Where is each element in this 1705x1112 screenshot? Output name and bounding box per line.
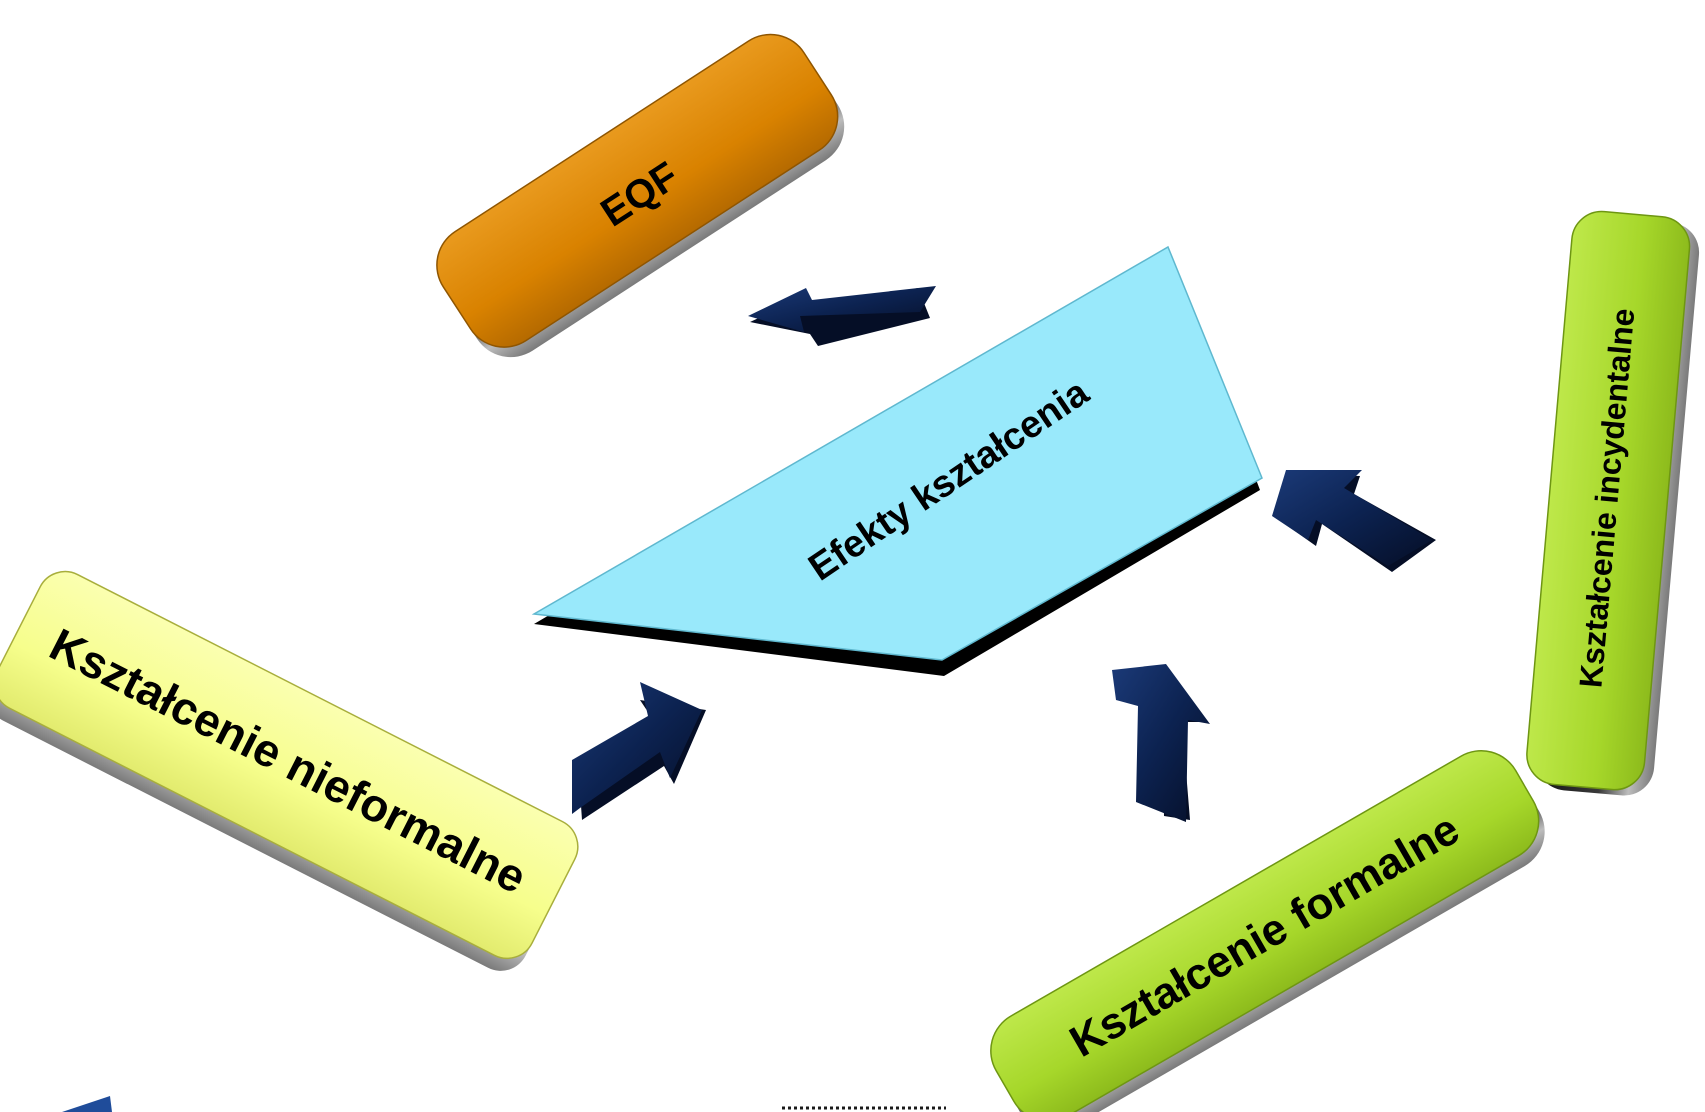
formalne-label: Kształcenie formalne [1062,804,1468,1067]
nieformalne-box-face [0,570,579,960]
efekty-panel-face [531,245,1263,661]
eqf-box: EQF [436,33,845,358]
arrow-formalne-to-efekty [1112,664,1210,822]
incydentalne-box: Kształcenie incydentalne [1526,210,1700,796]
arrow-efekty-to-eqf [748,286,936,346]
arrow-nieformalne-to-efekty [572,682,706,820]
formalne-box: Kształcenie formalne [990,750,1545,1112]
eqf-box-face [436,33,839,348]
incydentalne-box-face [1526,210,1691,791]
arrow-incydentalne-to-efekty [1272,470,1436,572]
nieformalne-box: Kształcenie nieformalne [0,570,579,971]
arrow-incydentalne-to-efekty-body [1272,470,1432,566]
cropped-arrow-fragment [62,1096,112,1112]
formalne-box-face [990,750,1540,1112]
arrow-nieformalne-to-efekty-body [572,682,702,814]
arrow-formalne-to-efekty-body [1112,664,1210,822]
arrow-efekty-to-eqf-body [748,286,936,332]
